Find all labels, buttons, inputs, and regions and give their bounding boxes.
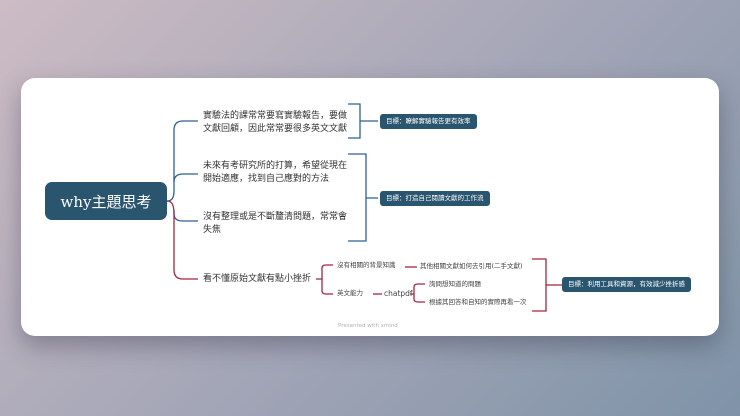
connector-b1 [166,120,198,202]
branch-b3-line1: 沒有整理或是不斷釐清問題，常常會 [203,212,348,222]
branch-b3-text[interactable]: 沒有整理或是不斷釐清問題，常常會 失焦 [203,211,347,237]
goal-3-label[interactable]: 目標：利用工具和資源，有效減少挫折感 [562,277,691,292]
connector-s1 [316,264,333,280]
branch-b1-line1: 實驗法的課常常要寫實驗報告，要做 [203,111,348,121]
subtopic-english-ability[interactable]: 英文能力 [337,289,363,297]
connector-b3 [173,210,198,222]
bracket-g3 [532,258,562,312]
goal-2-label[interactable]: 目標：打造自己閱讀文獻的工作流 [380,191,490,206]
footer-watermark: Presented with xmind [338,323,398,329]
branch-b3-line2: 失焦 [203,225,222,235]
subtopic-chatpdf[interactable]: chatpdf [384,289,413,298]
subtopic-secondary-literature[interactable]: 其他相關文獻如何去引用(二手文獻) [420,262,523,270]
connector-s2 [321,279,333,295]
branch-b2-line2: 開始適應，找到自己應對的方法 [203,174,330,184]
connector-b4 [166,200,198,280]
branch-b2-text[interactable]: 未來有考研究所的打算，希望從現在 開始適應，找到自己應對的方法 [203,160,347,186]
subtopic-read-again[interactable]: 根據其回答和自知的實際再看一次 [429,298,527,306]
connector-b2 [173,173,198,183]
branch-b4-text[interactable]: 看不懂原始文獻有點小挫折 [203,274,312,284]
branch-b1-text[interactable]: 實驗法的課常常要寫實驗報告，要做 文獻回顧，因此常常要很多英文文獻 [203,110,347,136]
subtopic-background-knowledge[interactable]: 沒有相關的背景知識 [337,261,396,269]
goal-1-label[interactable]: 目標：瞭解實驗報告更有效率 [380,114,477,129]
subtopic-ask-questions[interactable]: 詢問想知道的問題 [429,280,481,288]
branch-b1-line2: 文獻回顧，因此常常要很多英文文獻 [203,124,348,134]
connector-s2a [410,283,425,295]
root-topic[interactable]: why主題思考 [45,182,167,220]
bracket-g2 [348,153,378,242]
bracket-g1 [348,103,378,139]
branch-b2-line1: 未來有考研究所的打算，希望從現在 [203,161,348,171]
connector-s2b [413,294,425,303]
